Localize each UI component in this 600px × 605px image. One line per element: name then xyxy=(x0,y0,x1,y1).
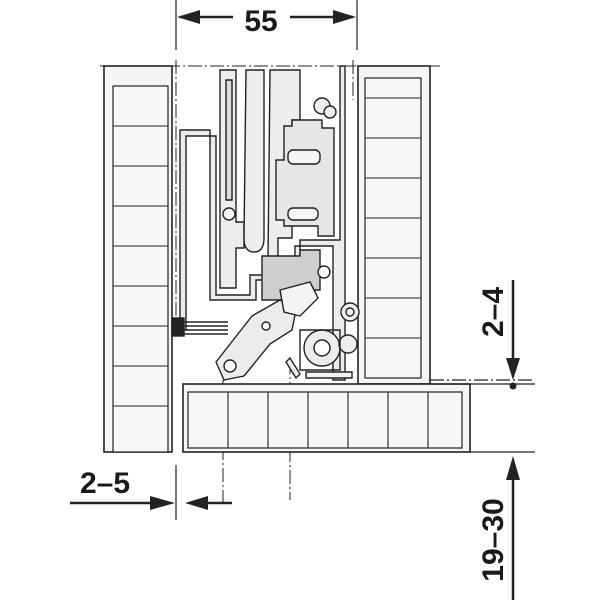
arrow-up-icon xyxy=(506,456,520,480)
dimension-label-2-4: 2–4 xyxy=(477,287,510,337)
drawer-runner-mechanism xyxy=(171,65,360,381)
arrow-left-icon xyxy=(177,10,200,24)
right-drawer-side-panel xyxy=(357,65,431,385)
dimension-top-width: 55 xyxy=(175,0,358,50)
drawer-bottom-panel xyxy=(182,383,471,453)
arrow-left-icon xyxy=(185,496,208,510)
dimension-right-height: 2–4 xyxy=(430,280,535,453)
dimension-dot xyxy=(509,382,517,390)
brush-strip-icon xyxy=(171,317,228,337)
arrow-right-icon xyxy=(150,496,175,510)
arrow-down-icon xyxy=(506,358,520,380)
left-cabinet-panel xyxy=(103,65,173,453)
dimension-label-19-30: 19–30 xyxy=(477,498,510,581)
dimension-label-55: 55 xyxy=(244,5,277,38)
dimension-label-2-5: 2–5 xyxy=(80,467,130,500)
arrow-right-icon xyxy=(333,10,356,24)
dimension-left-gap: 2–5 xyxy=(70,465,232,520)
dimension-bottom-right-height: 19–30 xyxy=(477,456,520,600)
